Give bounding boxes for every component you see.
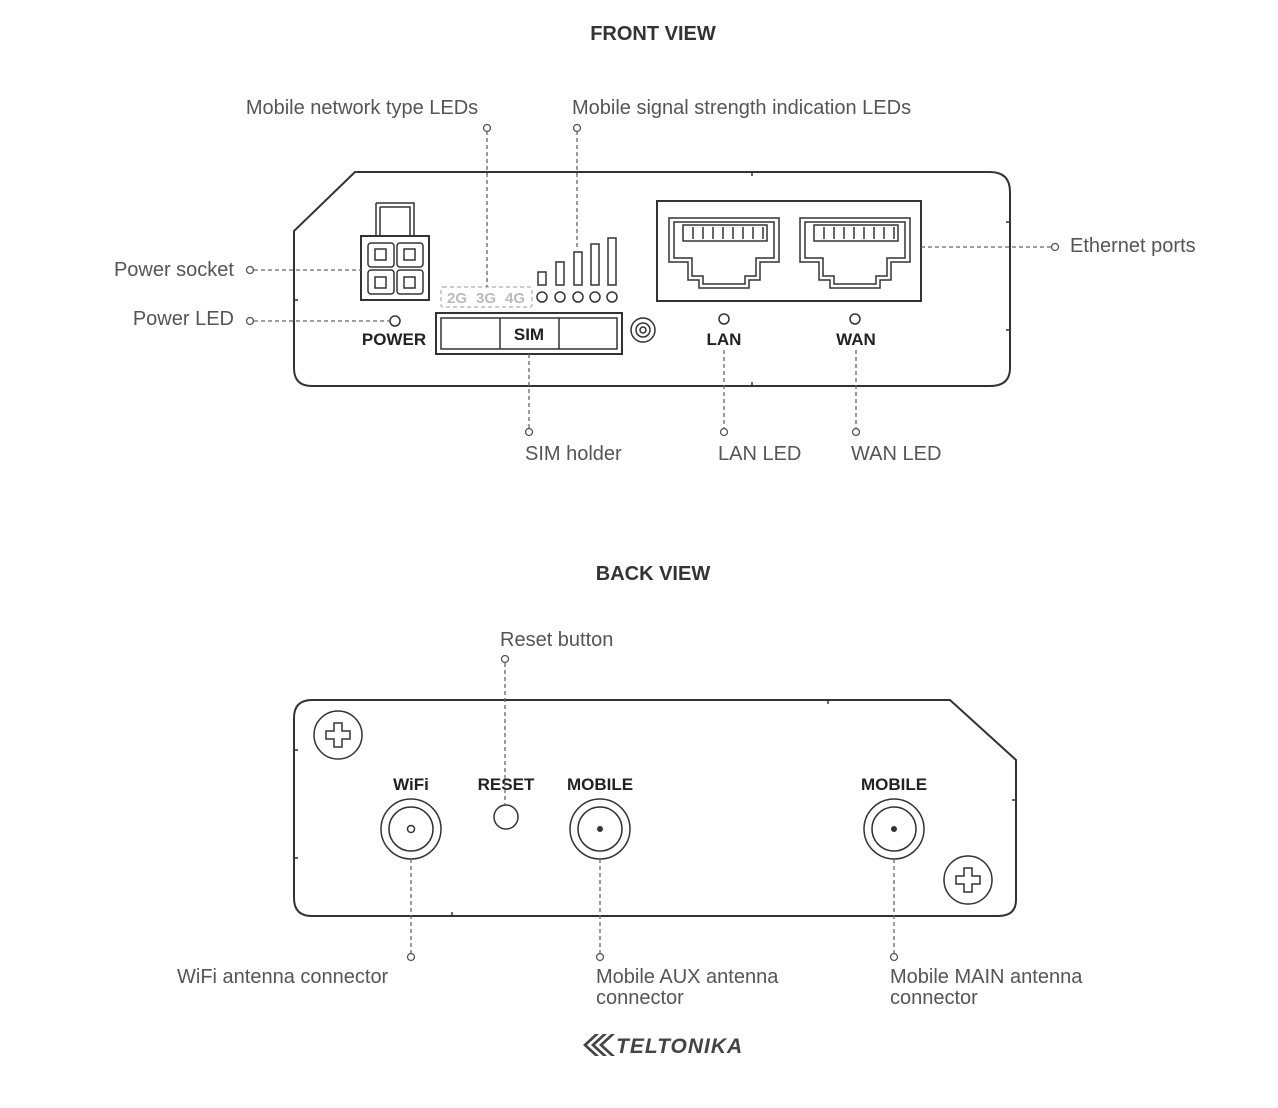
teltonika-logo-text: TELTONIKA: [616, 1035, 743, 1058]
callout-sim-holder: SIM holder: [525, 443, 622, 465]
network-4g-label: 4G: [505, 290, 525, 307]
back-leader-lines: [406, 654, 899, 962]
sim-holder: [435, 312, 623, 355]
wan-led: [849, 313, 861, 325]
back-panel-notches: [294, 700, 1016, 916]
power-led: [389, 315, 401, 327]
back-panel-body: [293, 699, 1017, 917]
callout-wan-led: WAN LED: [851, 443, 941, 465]
callout-ethernet-ports: Ethernet ports: [1070, 235, 1196, 257]
mobile-aux-label: MOBILE: [567, 775, 633, 794]
wan-port: [799, 217, 911, 289]
callout-main-connector-line1: Mobile MAIN antenna: [890, 966, 1083, 988]
lan-label: LAN: [707, 330, 742, 349]
mobile-main-label: MOBILE: [861, 775, 927, 794]
ethernet-port-block: [656, 200, 922, 302]
reset-button: [493, 804, 519, 830]
callout-aux-connector-line1: Mobile AUX antenna: [596, 966, 779, 988]
lan-led: [718, 313, 730, 325]
callout-main-connector-line2: connector: [890, 987, 978, 1009]
callout-wifi-connector: WiFi antenna connector: [177, 966, 389, 988]
sim-label: SIM: [514, 325, 544, 344]
power-label: POWER: [362, 330, 426, 349]
front-panel-notches: [294, 172, 1010, 386]
callout-lan-led: LAN LED: [718, 443, 801, 465]
callout-power-socket: Power socket: [114, 259, 234, 281]
signal-strength-leds: [536, 291, 618, 303]
screw-bottom-right: [943, 855, 993, 905]
reset-label: RESET: [478, 775, 535, 794]
teltonika-logo-mark: [583, 1034, 615, 1056]
callout-reset-button: Reset button: [500, 629, 613, 651]
back-view-title: BACK VIEW: [596, 563, 711, 585]
callout-aux-connector-line2: connector: [596, 987, 684, 1009]
wan-label: WAN: [836, 330, 876, 349]
lan-port: [668, 217, 780, 289]
callout-network-type-leds: Mobile network type LEDs: [246, 97, 478, 119]
sim-eject-button: [630, 317, 656, 343]
callout-signal-leds: Mobile signal strength indication LEDs: [572, 97, 911, 119]
front-leader-lines: [245, 123, 1060, 437]
front-view-title: FRONT VIEW: [590, 23, 716, 45]
screw-top-left: [313, 710, 363, 760]
signal-strength-bars: [537, 237, 617, 286]
power-socket: [360, 202, 430, 301]
callout-power-led: Power LED: [133, 308, 234, 330]
wifi-label: WiFi: [393, 775, 429, 794]
network-3g-label: 3G: [476, 290, 496, 307]
network-2g-label: 2G: [447, 290, 467, 307]
